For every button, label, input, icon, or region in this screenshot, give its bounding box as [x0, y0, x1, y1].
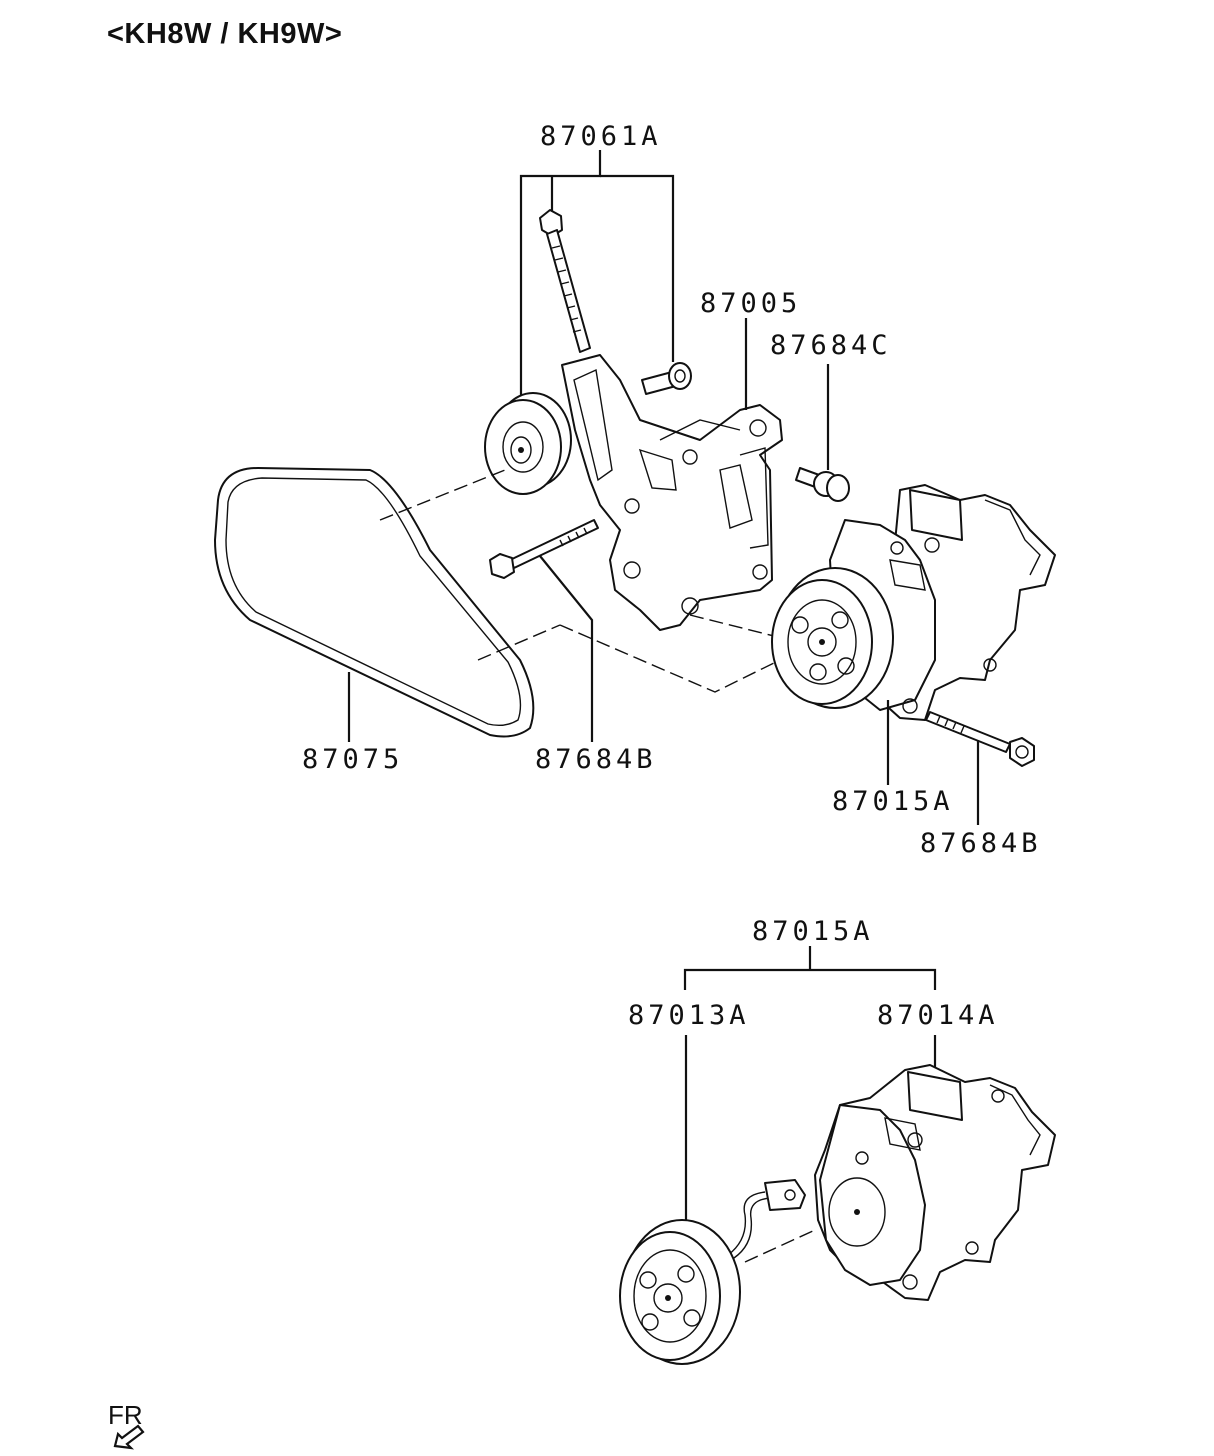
callout-87015A-bottom — [683, 946, 937, 1222]
label-87013A: 87013A — [628, 1000, 750, 1031]
label-87684C: 87684C — [770, 330, 892, 361]
label-87014A: 87014A — [877, 1000, 999, 1031]
label-87015A-bottom: 87015A — [752, 916, 874, 947]
compressor-assembly-top[interactable] — [771, 484, 1056, 721]
label-87061A: 87061A — [540, 121, 662, 152]
short-bolt[interactable] — [641, 362, 692, 395]
label-87075: 87075 — [302, 744, 403, 775]
idler-pulley[interactable] — [484, 392, 572, 495]
bolt-87684C[interactable] — [795, 467, 850, 502]
magnetic-clutch[interactable] — [619, 1179, 816, 1365]
diagram-title: <KH8W / KH9W> — [107, 18, 343, 50]
label-87684B-right: 87684B — [920, 828, 1042, 859]
drive-belt[interactable] — [214, 467, 535, 738]
front-arrow-icon — [113, 1424, 145, 1450]
adjust-bolt[interactable] — [539, 209, 591, 353]
bolt-87684B-left[interactable] — [489, 519, 599, 579]
callout-87061A — [519, 150, 675, 400]
label-87005: 87005 — [700, 288, 801, 319]
tensioner-bracket[interactable] — [561, 354, 783, 631]
label-87015A-top: 87015A — [832, 786, 954, 817]
label-87684B-left: 87684B — [535, 744, 657, 775]
compressor-body[interactable] — [814, 1064, 1056, 1301]
callout-87684B-left — [539, 555, 594, 742]
bolt-87684B-right[interactable] — [925, 711, 1035, 767]
front-direction-label: FR — [108, 1400, 143, 1430]
